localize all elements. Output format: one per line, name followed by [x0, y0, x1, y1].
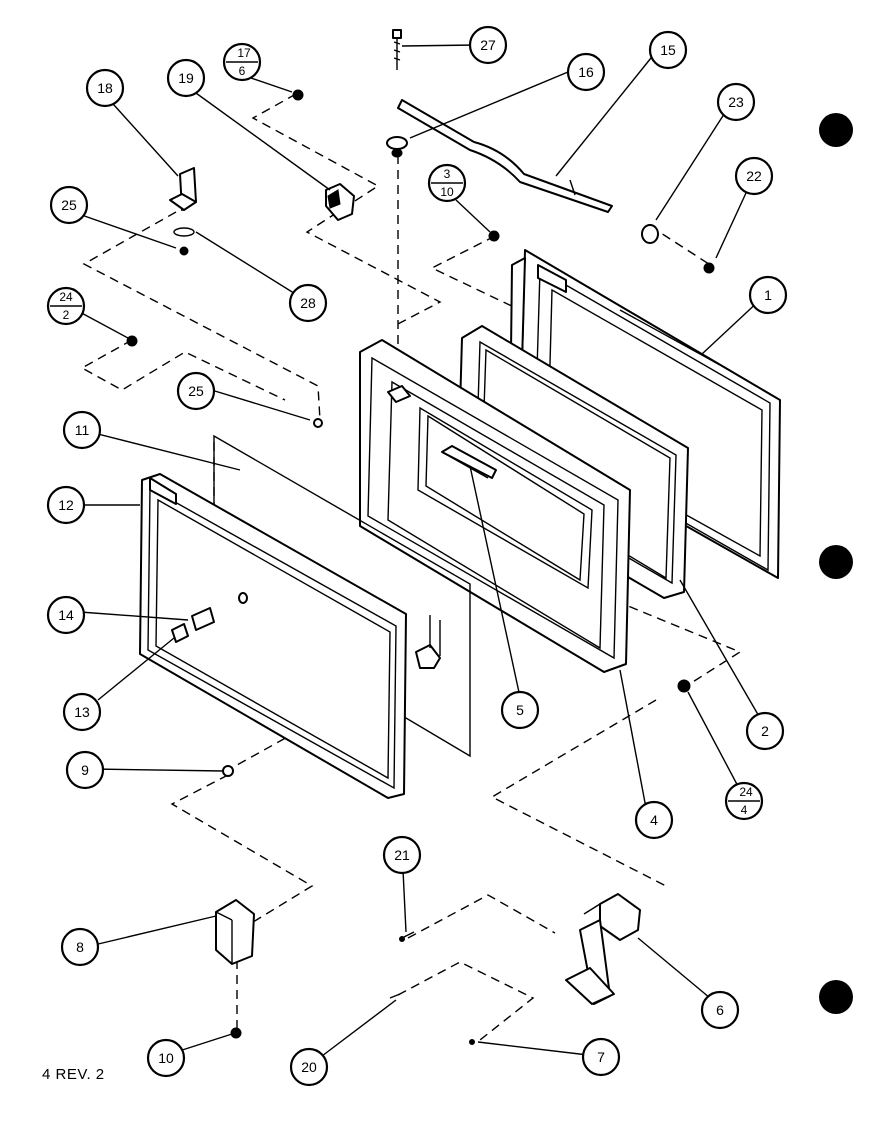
callout-21: 21	[382, 835, 422, 875]
callout-13-label: 13	[74, 704, 90, 720]
callout-25-upper: 25	[49, 185, 89, 225]
callout-14-label: 14	[58, 607, 74, 623]
callout-12-label: 12	[58, 497, 74, 513]
callout-6-label: 6	[716, 1002, 724, 1018]
callout-20: 20	[289, 1047, 329, 1087]
callout-22: 22	[734, 156, 774, 196]
part-bracket-18	[169, 167, 197, 256]
callout-2-label: 2	[761, 723, 769, 739]
part-hinge-rod	[397, 99, 613, 213]
callout-7: 7	[581, 1037, 621, 1077]
part-latch-assembly	[565, 893, 641, 1005]
part-screw-27	[392, 29, 402, 70]
fasteners	[126, 89, 715, 1045]
callout-8-label: 8	[76, 939, 84, 955]
callout-27: 27	[468, 25, 508, 65]
callout-19-label: 19	[178, 70, 194, 86]
callout-28-label: 28	[300, 295, 316, 311]
revision-label: 4 REV. 2	[42, 1066, 105, 1083]
callout-16: 16	[566, 52, 606, 92]
callout-12: 12	[46, 485, 86, 525]
callout-11-label: 11	[75, 422, 90, 438]
callout-5-label: 5	[516, 702, 524, 718]
callout-11: 11	[62, 410, 102, 450]
callout-27-label: 27	[480, 37, 496, 53]
callout-15-label: 15	[660, 42, 676, 58]
callout-7-label: 7	[597, 1049, 605, 1065]
fraction-24-4-bottom: 4	[741, 803, 748, 817]
callout-10: 10	[146, 1038, 186, 1078]
fraction-17-6-top: 17	[237, 46, 251, 60]
callout-25-lower: 25	[176, 371, 216, 411]
fraction-24-4-top: 24	[739, 785, 753, 799]
callout-14: 14	[46, 595, 86, 635]
punch-hole-middle	[819, 545, 853, 579]
fraction-3-10-bottom: 10	[440, 185, 454, 199]
callout-1: 1	[748, 275, 788, 315]
callout-25-upper-label: 25	[61, 197, 77, 213]
callout-16-label: 16	[578, 64, 594, 80]
fraction-callout-3-10: 3 10	[427, 163, 467, 203]
callout-9-label: 9	[81, 762, 89, 778]
fraction-17-6-bottom: 6	[239, 64, 246, 78]
callout-9: 9	[65, 750, 105, 790]
callout-20-label: 20	[301, 1059, 317, 1075]
callout-4: 4	[634, 800, 674, 840]
callout-23-label: 23	[728, 94, 744, 110]
fraction-callout-24-2: 24 2	[46, 286, 86, 326]
part-bracket-8	[215, 899, 255, 965]
callout-18: 18	[85, 68, 125, 108]
callout-5: 5	[500, 690, 540, 730]
callout-4-label: 4	[650, 812, 658, 828]
fraction-callout-17-6: 17 6	[222, 42, 262, 82]
callout-21-label: 21	[394, 847, 410, 863]
callout-1-label: 1	[764, 287, 772, 303]
callout-19: 19	[166, 58, 206, 98]
callout-2: 2	[745, 711, 785, 751]
callout-leaders	[72, 44, 763, 1057]
callout-15: 15	[648, 30, 688, 70]
callout-10-label: 10	[158, 1050, 174, 1066]
punch-hole-top	[819, 113, 853, 147]
part-bracket-19	[325, 183, 355, 221]
fraction-3-10-top: 3	[444, 167, 451, 181]
part-door-frame	[359, 339, 631, 673]
fraction-callout-24-4: 24 4	[724, 781, 764, 821]
callout-6: 6	[700, 990, 740, 1030]
part-front-door-panel	[139, 473, 441, 799]
callout-28: 28	[288, 283, 328, 323]
callout-22-label: 22	[746, 168, 762, 184]
callout-25-lower-label: 25	[188, 383, 204, 399]
callout-8: 8	[60, 927, 100, 967]
callout-18-label: 18	[97, 80, 113, 96]
fraction-24-2-top: 24	[59, 290, 73, 304]
fraction-24-2-bottom: 2	[63, 308, 70, 322]
callout-23: 23	[716, 82, 756, 122]
part-rod-washer	[386, 136, 408, 158]
callout-13: 13	[62, 692, 102, 732]
punch-hole-bottom	[819, 980, 853, 1014]
part-handle-bar	[441, 445, 497, 479]
part-small-plates	[171, 592, 248, 643]
